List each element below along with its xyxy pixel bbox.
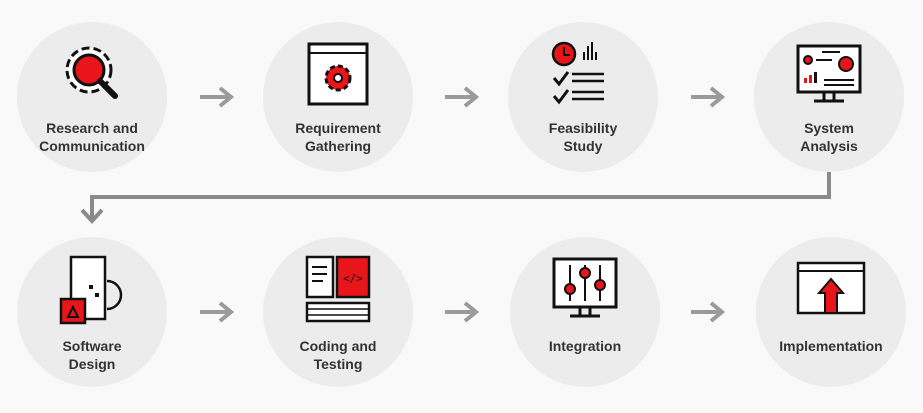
code-keyboard-icon: </>	[305, 255, 371, 323]
monitor-sliders-icon	[552, 257, 618, 318]
arrow-right-icon	[200, 301, 234, 323]
step-label-line1: Feasibility	[548, 120, 618, 136]
arrow-right-icon	[200, 86, 234, 108]
step-label-line2: Testing	[313, 356, 363, 372]
window-gear-icon	[307, 42, 369, 106]
step-label-line1: Research and	[46, 120, 138, 136]
arrow-right-icon	[445, 86, 479, 108]
step-implementation: Implementation	[756, 237, 906, 387]
arrow-right-icon	[691, 301, 725, 323]
step-label-line2: Analysis	[800, 138, 858, 154]
step-label-line2: Design	[68, 356, 116, 372]
step-label: Integration	[548, 338, 622, 354]
gear-magnifier-icon	[65, 46, 118, 99]
window-upload-icon	[796, 261, 866, 315]
step-label-line2: Study	[563, 138, 603, 154]
step-label-line1: Coding and	[299, 338, 377, 354]
step-label-line1: Software	[62, 338, 122, 354]
step-integration: Integration	[510, 237, 660, 387]
arrow-right-icon	[445, 301, 479, 323]
svg-text:</>: </>	[343, 272, 363, 285]
monitor-charts-icon	[796, 44, 862, 103]
arrow-right-icon	[691, 86, 725, 108]
step-label: Implementation	[779, 338, 883, 354]
step-label-line2: Gathering	[304, 138, 372, 154]
step-label-line1: Requirement	[295, 120, 381, 136]
step-label-line2: Communication	[39, 138, 145, 154]
clock-checklist-icon	[551, 41, 604, 105]
design-document-icon	[59, 255, 123, 325]
step-label-line1: System	[804, 120, 854, 136]
